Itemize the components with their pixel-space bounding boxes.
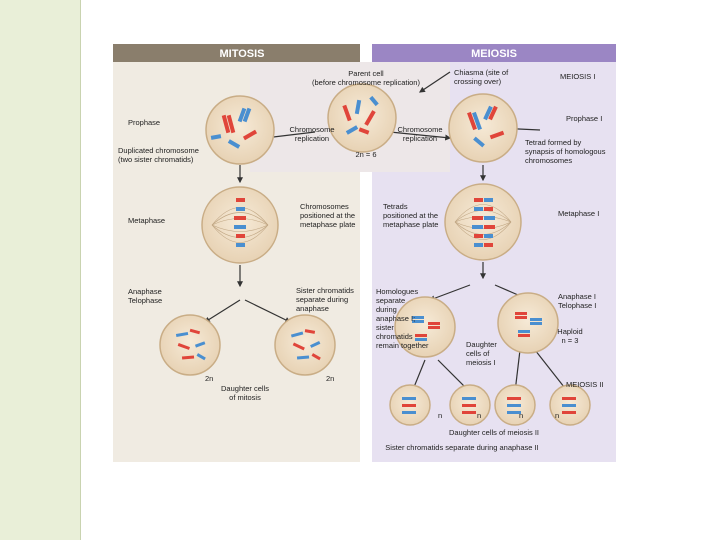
chromosomes-positioned-label-2: positioned at the <box>300 211 355 220</box>
metaphase-label: Metaphase <box>128 216 165 225</box>
homologues-label: Homologues <box>376 287 418 296</box>
tetrads-positioned-label-2: positioned at the <box>383 211 438 220</box>
meiosis-header-bar <box>372 44 616 62</box>
anaphase-i-label: Anaphase I <box>558 292 596 301</box>
parent-cell <box>327 83 397 153</box>
n-label-2: n <box>477 411 481 420</box>
diploid-number-label: 2n = 6 <box>355 150 376 159</box>
homologues-label-5: sister <box>376 323 394 332</box>
daughter-meiosis-i-label-3: meiosis I <box>466 358 496 367</box>
replication-right-sublabel: replication <box>403 134 437 143</box>
sister-separate-label-2: separate during <box>296 295 348 304</box>
homologues-label-3: during <box>376 305 397 314</box>
sister-separate-label: Sister chromatids <box>296 286 354 295</box>
n-label-3: n <box>519 411 523 420</box>
prophase-i-label: Prophase I <box>566 114 602 123</box>
homologues-label-2: separate <box>376 296 405 305</box>
sister-separate-ii-label: Sister chromatids separate during anapha… <box>385 443 538 452</box>
tetrad-formed-label: Tetrad formed by <box>525 138 582 147</box>
parent-cell-sublabel: (before chromosome replication) <box>312 78 420 87</box>
sister-separate-label-3: anaphase <box>296 304 329 313</box>
mitosis-daughter-cell-right <box>274 314 336 376</box>
homologues-label-6: chromatids <box>376 332 413 341</box>
meiosis-i-daughter-cell-right <box>497 292 559 354</box>
tetrads-positioned-label: Tetrads <box>383 202 408 211</box>
meiosis-i-daughter-cell-left <box>394 296 456 358</box>
chromosomes-positioned-label-3: metaphase plate <box>300 220 355 229</box>
haploid-label: Haploid <box>557 327 582 336</box>
meiosis-metaphase-i-cell <box>444 183 522 261</box>
daughter-meiosis-i-label: Daughter <box>466 340 497 349</box>
replication-right-label: Chromosome <box>397 125 442 134</box>
meiosis-ii-label: MEIOSIS II <box>566 380 604 389</box>
two-n-left-label: 2n <box>205 374 213 383</box>
tetrads-positioned-label-3: metaphase plate <box>383 220 438 229</box>
daughter-meiosis-ii-label: Daughter cells of meiosis II <box>449 428 539 437</box>
chromosomes <box>175 95 576 414</box>
mitosis-prophase-cell <box>205 95 275 165</box>
n-label-4: n <box>555 411 559 420</box>
duplicated-chromosome-sublabel: (two sister chromatids) <box>118 155 194 164</box>
replication-left-label: Chromosome <box>289 125 334 134</box>
duplicated-chromosome-label: Duplicated chromosome <box>118 146 199 155</box>
anaphase-label: Anaphase <box>128 287 162 296</box>
telophase-label: Telophase <box>128 296 162 305</box>
parent-cell-label: Parent cell <box>348 69 384 78</box>
meiosis-i-label: MEIOSIS I <box>560 72 595 81</box>
mitosis-daughter-cell-left <box>159 314 221 376</box>
replication-left-sublabel: replication <box>295 134 329 143</box>
chiasma-label: Chiasma (site of <box>454 68 509 77</box>
homologues-label-4: anaphase I; <box>376 314 415 323</box>
daughter-meiosis-i-label-2: cells of <box>466 349 490 358</box>
meiosis-prophase-i-cell <box>448 93 518 163</box>
meiosis-title: MEIOSIS <box>471 48 517 60</box>
left-strip-divider <box>80 0 81 540</box>
svg-text:Parent cell(before chromosome: Parent cell(before chromosome replicatio… <box>312 69 420 87</box>
haploid-number-label: n = 3 <box>562 336 579 345</box>
tetrad-formed-label-2: synapsis of homologous <box>525 147 606 156</box>
mitosis-header-bar <box>113 44 360 62</box>
chromosomes-positioned-label: Chromosomes <box>300 202 349 211</box>
two-n-right-label: 2n <box>326 374 334 383</box>
n-label-1: n <box>438 411 442 420</box>
left-decorative-strip <box>0 0 80 540</box>
telophase-i-label: Telophase I <box>558 301 596 310</box>
labels: Parent cell(before chromosome replicatio… <box>118 68 606 452</box>
mitosis-title: MITOSIS <box>219 48 264 60</box>
svg-text:Duplicated chromosome(two sist: Duplicated chromosome(two sister chromat… <box>118 146 199 164</box>
homologues-label-7: remain together <box>376 341 429 350</box>
tetrad-formed-label-3: chromosomes <box>525 156 572 165</box>
daughter-mitosis-label: Daughter cells <box>221 384 269 393</box>
prophase-label: Prophase <box>128 118 160 127</box>
chiasma-sublabel: crossing over) <box>454 77 502 86</box>
daughter-mitosis-label-2: of mitosis <box>229 393 261 402</box>
metaphase-i-label: Metaphase I <box>558 209 599 218</box>
